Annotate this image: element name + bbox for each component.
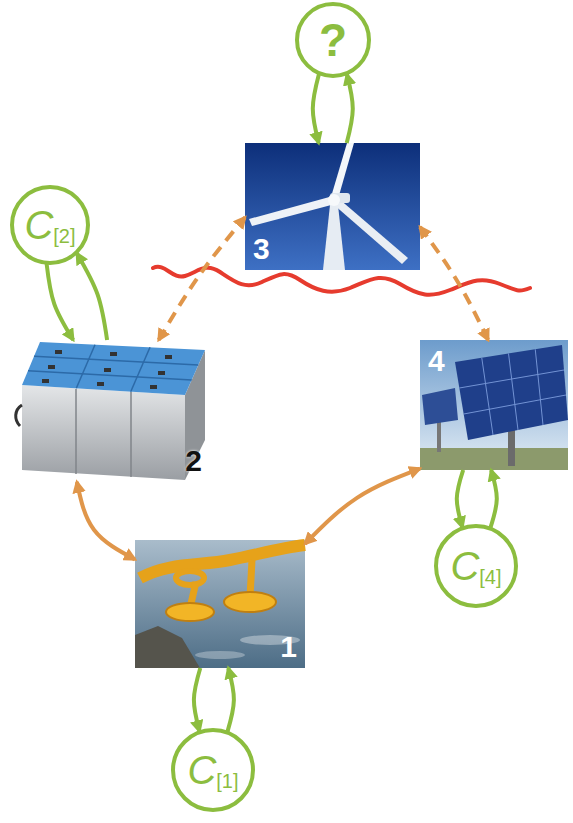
cost-arrow: [313, 74, 319, 143]
pole: [508, 430, 515, 466]
node-number: 3: [253, 234, 270, 264]
node-text-holder: 3: [245, 143, 420, 270]
cost-circle: C[1]: [171, 728, 255, 812]
circle-label: C: [450, 546, 479, 586]
terminal: [42, 379, 49, 383]
battery-top: [22, 342, 205, 395]
circle-label: C: [24, 205, 53, 245]
battery-picture: [16, 342, 205, 480]
circle-label: C: [187, 750, 216, 790]
cell-line: [130, 392, 132, 477]
wind-turbine-picture: [245, 143, 420, 270]
cost-circle: C[4]: [434, 524, 518, 608]
panel-grid: [459, 349, 566, 435]
terminal: [165, 355, 172, 359]
terminal: [110, 352, 117, 356]
unknown-cost-circle: ?: [295, 2, 371, 78]
energy-flow-arrow: [77, 482, 135, 559]
node-number: 2: [185, 446, 202, 476]
wind-turbine-node: 3: [245, 143, 420, 270]
circle-label: [4]: [479, 567, 501, 587]
battery-terminals: [42, 350, 172, 389]
pole: [437, 420, 441, 452]
cable: [16, 405, 22, 426]
circle-shape: [12, 187, 88, 263]
circle-shape: [297, 4, 369, 76]
hub: [328, 194, 340, 206]
circle-label: ?: [319, 17, 347, 63]
rocks: [135, 626, 200, 668]
blade: [331, 143, 354, 199]
node-text-holder: 1: [135, 540, 305, 668]
circle-shape: [173, 730, 253, 810]
cost-arrow: [490, 470, 496, 528]
circle-label: [1]: [216, 771, 238, 791]
grid-line: [482, 358, 493, 435]
grid-line: [34, 356, 198, 365]
blade: [249, 196, 335, 226]
node-number: 1: [280, 632, 297, 662]
wave-energy-picture: [135, 540, 305, 668]
grid-line: [28, 371, 192, 380]
solar-panel-node: 4: [420, 340, 568, 470]
node-text-holder: 4: [420, 340, 568, 470]
terminal: [97, 382, 104, 386]
terminal: [150, 385, 157, 389]
ground: [420, 448, 568, 470]
terminal: [158, 371, 165, 375]
grid-line: [535, 349, 543, 425]
terminal: [104, 368, 111, 372]
terminal: [55, 350, 62, 354]
floater: [224, 592, 276, 612]
cost-circle: C[2]: [10, 185, 90, 265]
arm: [140, 545, 305, 578]
circle-shape: [436, 526, 516, 606]
node-text-holder: C[1]: [171, 728, 255, 812]
tower: [323, 205, 345, 270]
energy-flow-arrow: [305, 469, 420, 544]
battery-grid: [28, 345, 198, 392]
small-panel: [422, 388, 458, 425]
cost-arrow: [47, 264, 74, 340]
cost-arrow: [457, 470, 463, 527]
arm-loop: [176, 571, 204, 585]
node-text-holder: ?: [295, 2, 371, 78]
cost-arrow: [194, 668, 200, 731]
battery-node: 2: [18, 340, 210, 482]
node-text-holder: C[4]: [434, 524, 518, 608]
node-number: 4: [428, 346, 445, 376]
sky: [245, 143, 420, 270]
cost-arrow: [227, 668, 233, 732]
grid-line: [509, 354, 519, 431]
terminal: [48, 365, 55, 369]
node-text-holder: 2: [18, 340, 210, 482]
foam: [195, 651, 245, 659]
blade: [333, 198, 408, 264]
cost-arrow: [77, 253, 107, 340]
sky: [420, 340, 568, 470]
big-panel: [455, 345, 568, 440]
cost-arrow: [347, 74, 353, 143]
grid-line: [76, 345, 95, 389]
sea: [135, 540, 305, 668]
circle-label: [2]: [53, 226, 75, 246]
grid-line: [131, 347, 150, 391]
red-wavy-line: [153, 267, 530, 295]
battery-cells: [76, 389, 131, 477]
wave-energy-node: 1: [135, 540, 305, 668]
cell-line: [75, 389, 77, 474]
solar-panel-picture: [420, 340, 568, 470]
energy-flow-arrow: [159, 217, 245, 340]
floater: [166, 603, 214, 621]
battery-front: [22, 385, 185, 480]
energy-flow-arrow: [420, 227, 488, 340]
node-text-holder: C[2]: [10, 185, 90, 265]
